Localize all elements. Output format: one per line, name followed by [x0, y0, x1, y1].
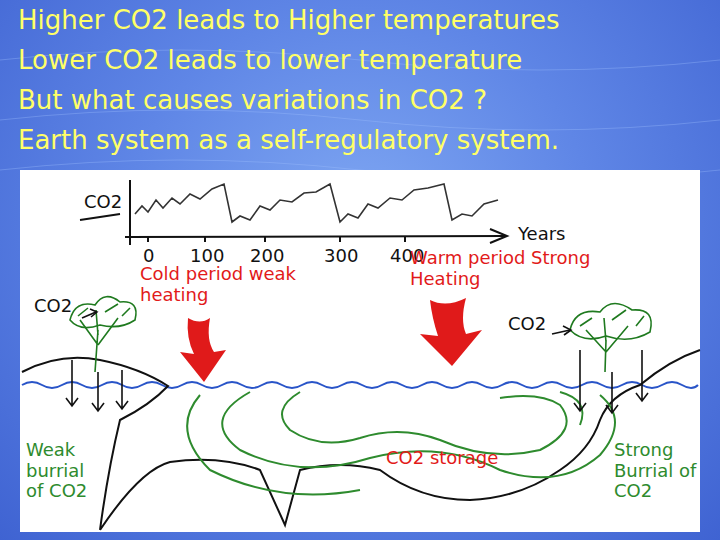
- burial-arrows: [66, 350, 648, 413]
- sketch-panel: [20, 170, 700, 532]
- period-label: Warm period Strong Heating: [410, 248, 600, 289]
- title-line: Lower CO2 leads to lower temperature: [18, 46, 522, 76]
- chart-axes: [80, 180, 507, 245]
- strong-heating-arrow: [420, 298, 482, 366]
- coastline: [22, 350, 700, 530]
- sea-surface: [22, 382, 698, 388]
- co2-label: CO2: [508, 314, 546, 335]
- tick-label: 300: [324, 246, 358, 267]
- axis-label: CO2: [84, 192, 122, 213]
- storage-label: CO2 storage: [386, 448, 498, 469]
- co2-label: CO2: [34, 296, 72, 317]
- title-line: Higher CO2 leads to Higher temperatures: [18, 6, 560, 36]
- weak-heating-arrow: [180, 318, 226, 382]
- burial-label: Strong Burrial of CO2: [614, 440, 698, 502]
- co2-curve: [135, 184, 498, 222]
- uptake-arrows: [82, 309, 571, 335]
- burial-label: Weak burrial of CO2: [26, 440, 106, 502]
- ocean-circulation: [187, 392, 615, 495]
- title-line: But what causes variations in CO2 ?: [18, 86, 487, 116]
- period-label: Cold period weak heating: [140, 264, 300, 305]
- right-tree: [570, 303, 651, 372]
- axis-label: Years: [518, 224, 566, 245]
- title-line: Earth system as a self-regulatory system…: [18, 126, 559, 156]
- left-tree: [70, 297, 136, 372]
